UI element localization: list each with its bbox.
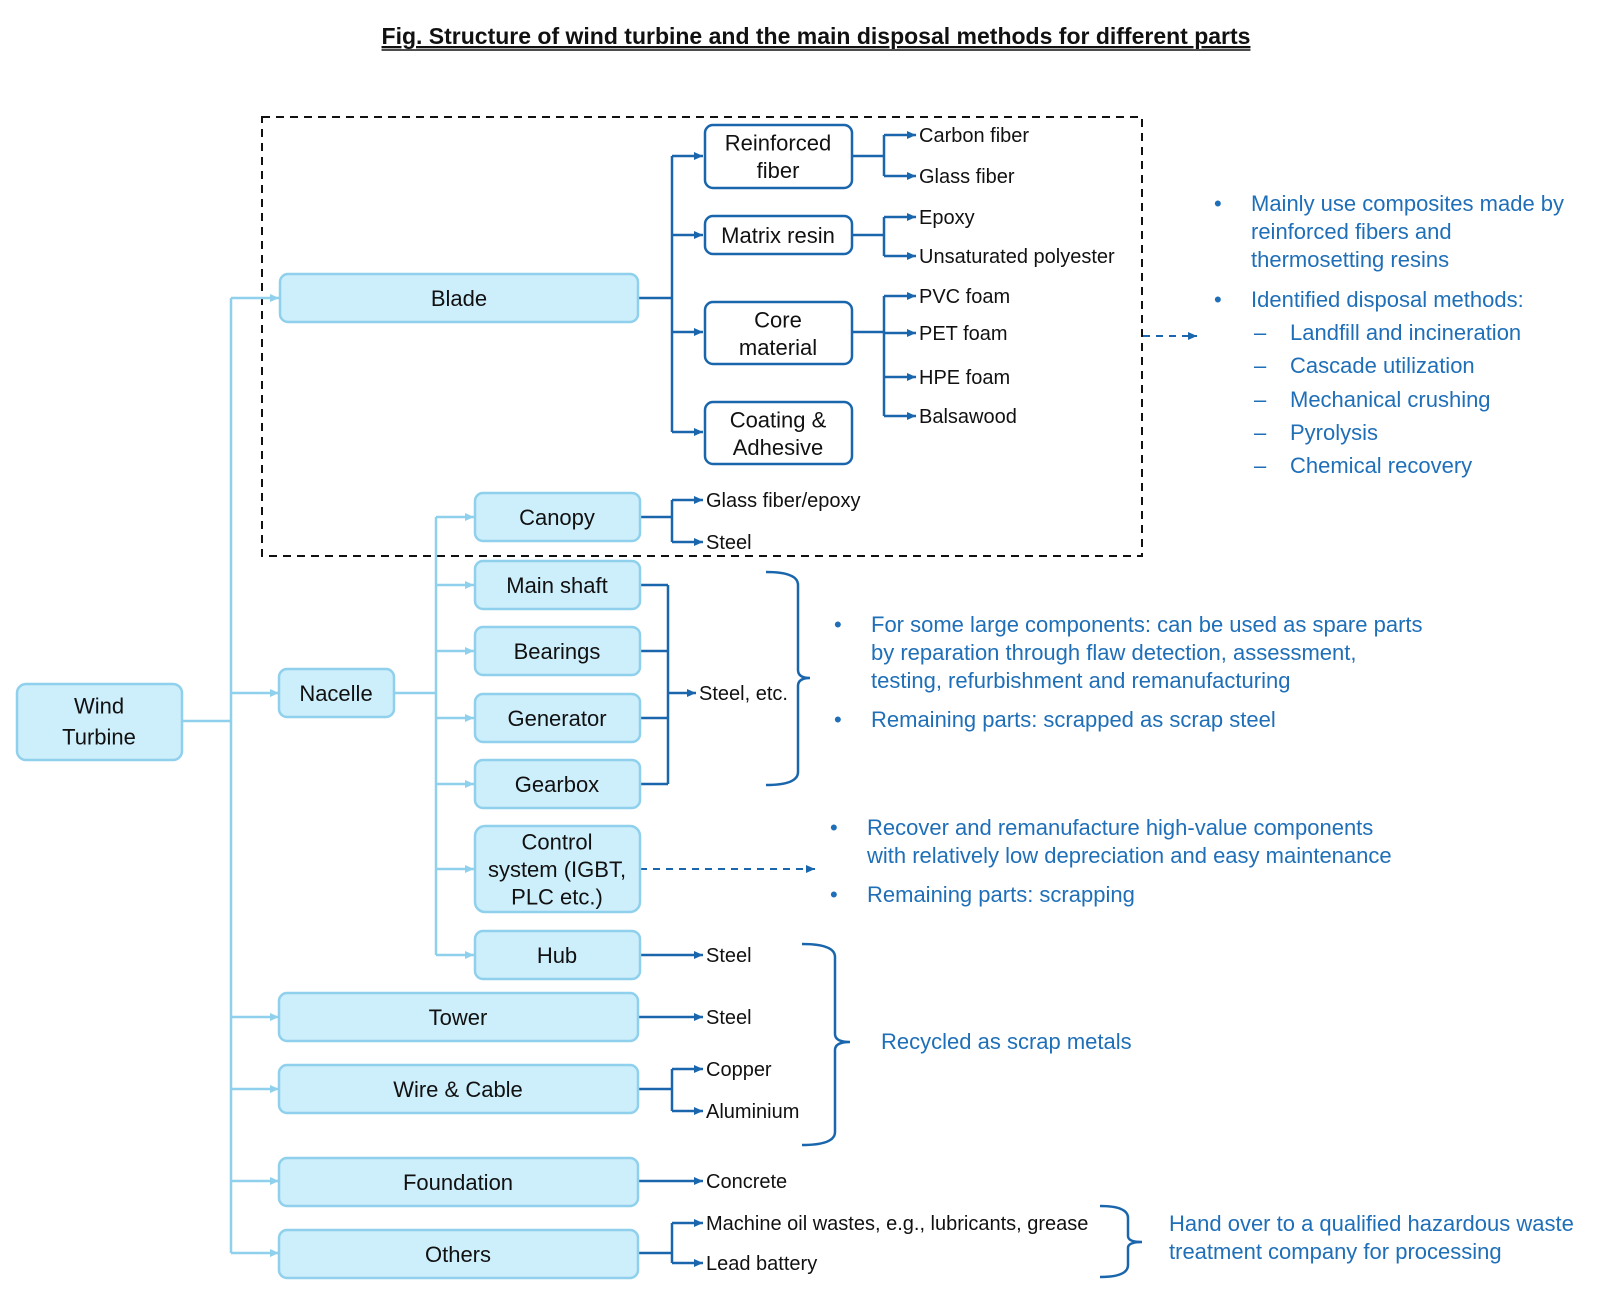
- components-connectors: [640, 583, 696, 786]
- materials: Carbon fiber Glass fiber Epoxy Unsaturat…: [699, 125, 1115, 1275]
- node-label: Others: [425, 1242, 491, 1267]
- dash: –: [1254, 387, 1267, 412]
- material-pet-foam: PET foam: [919, 323, 1008, 345]
- control-note-recover: Recover and remanufacture high-value com…: [866, 815, 1392, 868]
- node-foundation: Foundation: [277, 1156, 640, 1208]
- figure-title: Fig. Structure of wind turbine and the m…: [382, 23, 1251, 49]
- material-unsaturated-polyester: Unsaturated polyester: [919, 246, 1115, 268]
- method-item: Pyrolysis: [1290, 420, 1378, 445]
- blade-note-methods-heading: Identified disposal methods:: [1251, 287, 1524, 312]
- metals-note: Recycled as scrap metals: [881, 1029, 1132, 1054]
- material-canopy-steel: Steel: [706, 532, 752, 554]
- dash: –: [1254, 320, 1267, 345]
- node-label: Tower: [429, 1005, 488, 1030]
- blade-connectors: [638, 131, 916, 436]
- nacelle-connectors: [394, 513, 474, 959]
- node-matrix-resin: Matrix resin: [703, 214, 854, 256]
- bullet: •: [1214, 287, 1222, 312]
- node-label: Matrix resin: [721, 223, 835, 248]
- node-wire-cable: Wire & Cable: [277, 1063, 640, 1115]
- node-label: Canopy: [519, 505, 595, 530]
- root-connectors: [183, 294, 279, 1257]
- node-canopy: Canopy: [473, 491, 642, 543]
- node-label: Foundation: [403, 1170, 513, 1195]
- material-balsawood: Balsawood: [919, 406, 1017, 428]
- components-brace: [765, 570, 811, 787]
- bullet: •: [834, 612, 842, 637]
- material-pvc-foam: PVC foam: [919, 286, 1010, 308]
- node-label: Nacelle: [299, 681, 372, 706]
- node-label: Bearings: [514, 639, 601, 664]
- material-tower-steel: Steel: [706, 1007, 752, 1029]
- blade-dashed-frame: [261, 116, 1143, 557]
- node-label: Coating &Adhesive: [730, 407, 827, 460]
- node-label: Main shaft: [506, 573, 608, 598]
- components-notes: • For some large components: can be used…: [834, 612, 1423, 732]
- hazardous-note: Hand over to a qualified hazardous waste…: [1169, 1211, 1574, 1264]
- dash: –: [1254, 453, 1267, 478]
- node-label: Generator: [507, 706, 606, 731]
- method-item: Mechanical crushing: [1290, 387, 1491, 412]
- node-label: Hub: [537, 943, 577, 968]
- dash: –: [1254, 353, 1267, 378]
- node-bearings: Bearings: [473, 625, 642, 677]
- node-label: Wire & Cable: [393, 1077, 523, 1102]
- node-label: Gearbox: [515, 772, 599, 797]
- material-concrete: Concrete: [706, 1171, 787, 1193]
- node-blade: Blade: [278, 272, 640, 324]
- bullet: •: [830, 815, 838, 840]
- control-note-remaining: Remaining parts: scrapping: [867, 882, 1135, 907]
- components-note-remaining: Remaining parts: scrapped as scrap steel: [871, 707, 1276, 732]
- bullet: •: [834, 707, 842, 732]
- node-generator: Generator: [473, 692, 642, 744]
- node-gearbox: Gearbox: [473, 758, 642, 810]
- components-note-spare-parts: For some large components: can be used a…: [871, 612, 1423, 693]
- node-coating-adhesive: Coating &Adhesive: [703, 400, 854, 466]
- method-item: Cascade utilization: [1290, 353, 1475, 378]
- material-carbon-fiber: Carbon fiber: [919, 125, 1029, 147]
- node-main-shaft: Main shaft: [473, 559, 642, 611]
- material-copper: Copper: [706, 1059, 772, 1081]
- node-others: Others: [277, 1228, 640, 1280]
- material-glass-fiber: Glass fiber: [919, 166, 1015, 188]
- node-hub: Hub: [473, 929, 642, 981]
- lower-connectors: [638, 951, 703, 1267]
- material-hub-steel: Steel: [706, 945, 752, 967]
- material-epoxy: Epoxy: [919, 207, 975, 229]
- material-lead-battery: Lead battery: [706, 1253, 817, 1275]
- method-item: Chemical recovery: [1290, 453, 1472, 478]
- node-nacelle: Nacelle: [277, 667, 396, 719]
- bullet: •: [1214, 191, 1222, 216]
- node-tower: Tower: [277, 991, 640, 1043]
- node-label: Blade: [431, 286, 487, 311]
- dash: –: [1254, 420, 1267, 445]
- hazardous-brace: [1099, 1204, 1143, 1279]
- material-aluminium: Aluminium: [706, 1101, 799, 1123]
- method-item: Landfill and incineration: [1290, 320, 1521, 345]
- material-machine-oil: Machine oil wastes, e.g., lubricants, gr…: [706, 1213, 1088, 1235]
- metals-brace: [801, 942, 851, 1147]
- canopy-connectors: [640, 496, 703, 546]
- control-notes: • Recover and remanufacture high-value c…: [830, 815, 1392, 907]
- material-glass-fiber-epoxy: Glass fiber/epoxy: [706, 490, 861, 512]
- bullet: •: [830, 882, 838, 907]
- material-hpe-foam: HPE foam: [919, 367, 1010, 389]
- material-steel-etc: Steel, etc.: [699, 683, 788, 705]
